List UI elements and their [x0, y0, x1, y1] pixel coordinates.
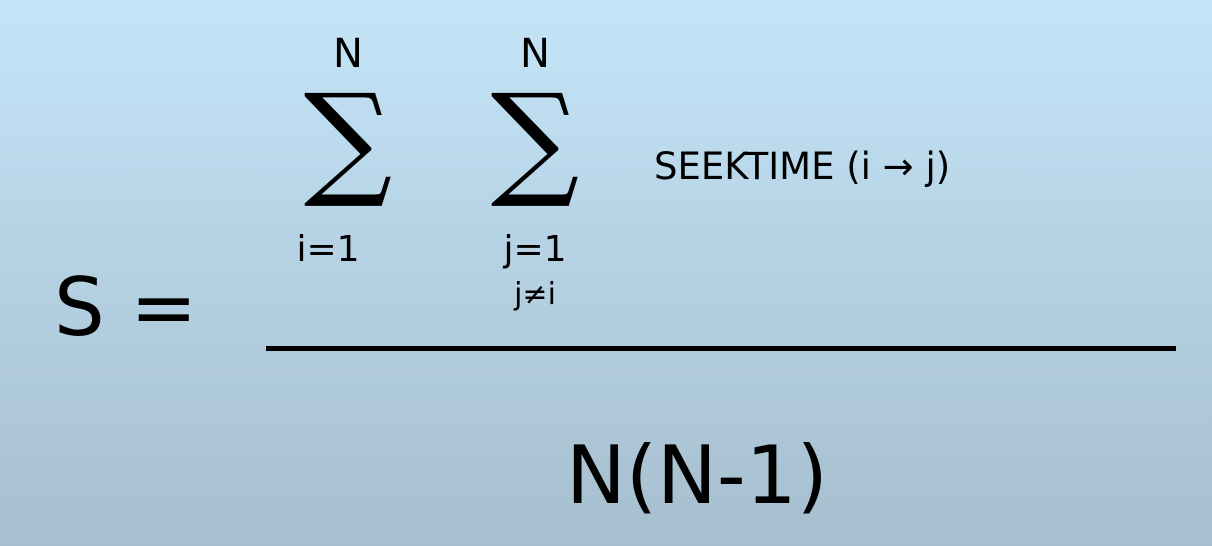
inner-sum-lower-limit: j=1	[503, 229, 567, 270]
inner-sigma-symbol: ∑	[490, 68, 580, 212]
outer-sum-upper-limit: N	[333, 31, 363, 77]
inner-sum-upper-limit: N	[520, 31, 550, 77]
lhs-label: S =	[54, 261, 198, 354]
denominator: N(N-1)	[566, 429, 828, 522]
summand-seektime: SEEKTIME (i → j)	[654, 145, 951, 188]
outer-sigma-symbol: ∑	[303, 68, 393, 212]
fraction-bar	[266, 346, 1176, 351]
outer-sum-lower-limit: i=1	[296, 229, 360, 270]
inner-sum-condition: j≠i	[514, 277, 556, 312]
